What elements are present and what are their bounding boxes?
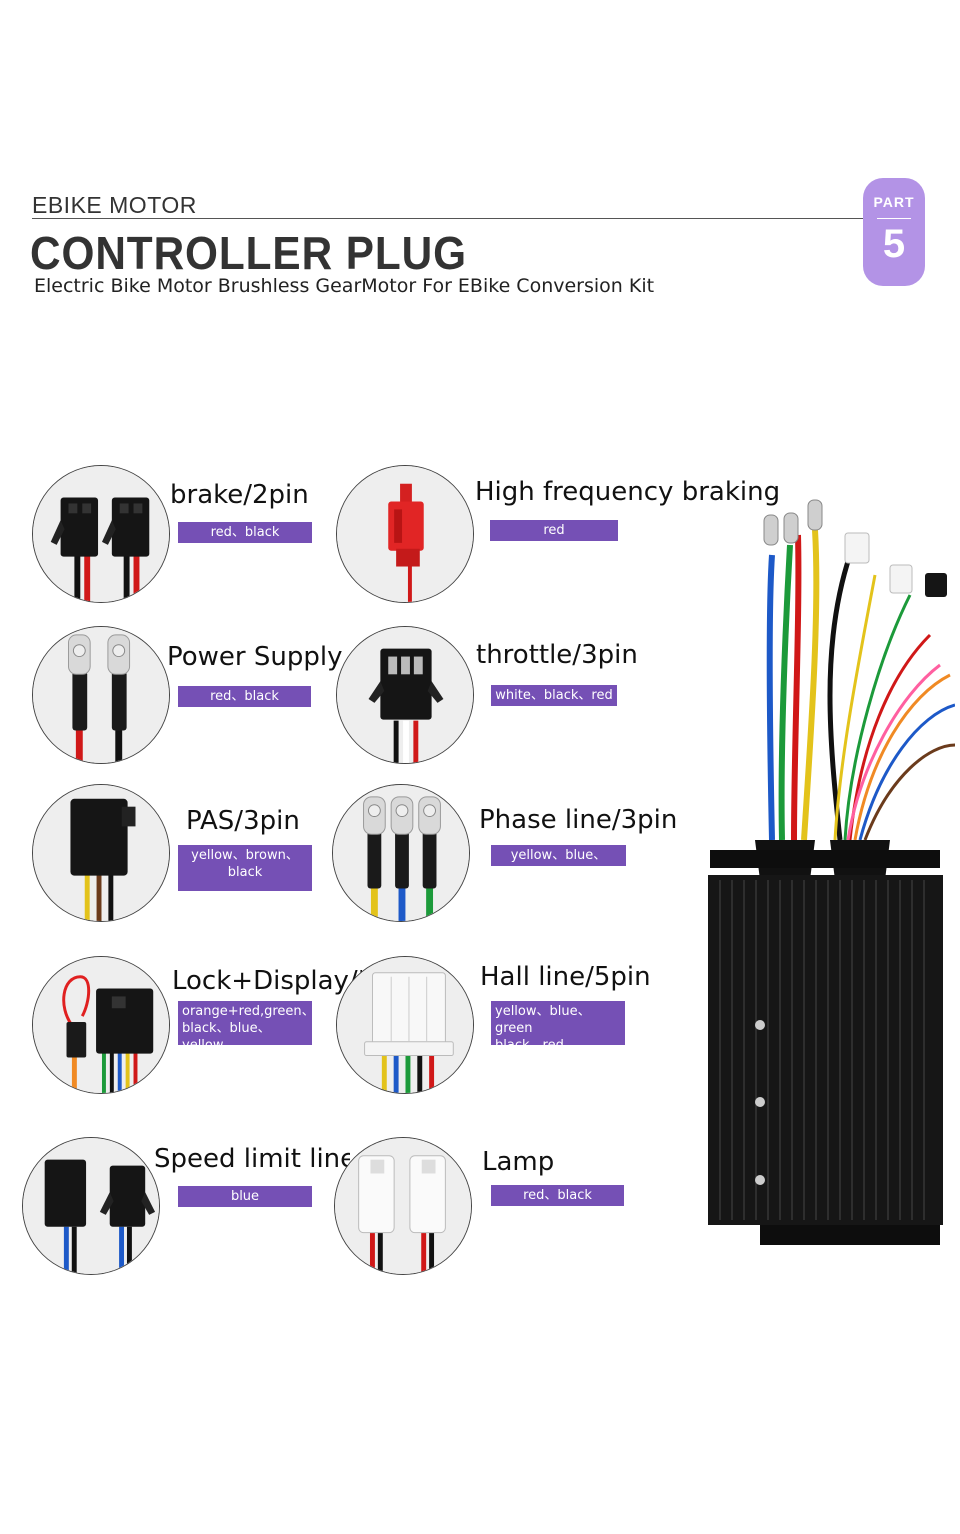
wire-colors-line: orange+red,green、 — [182, 1004, 315, 1019]
wire-colors-line: yellow、blue、green — [510, 848, 607, 880]
page-subtitle: Electric Bike Motor Brushless GearMotor … — [34, 275, 655, 297]
wire-colors-badge: white、black、red — [491, 685, 617, 706]
wire-colors-line: black、red — [495, 1038, 564, 1053]
wire-colors-badge: red、black — [491, 1185, 624, 1206]
hall-line-connector-icon — [336, 956, 474, 1094]
wire-colors-line: blue — [230, 1189, 260, 1204]
plug-name: throttle/3pin — [476, 640, 638, 670]
wire-colors-line: red、black — [523, 1188, 592, 1203]
wire-colors-line: black — [227, 865, 263, 880]
plug-name: Phase line/3pin — [479, 805, 678, 835]
wire-colors-line: red — [543, 523, 565, 538]
speed-limit-connector-icon — [22, 1137, 160, 1275]
plug-name: Hall line/5pin — [480, 962, 651, 992]
plug-name: High frequency braking — [475, 477, 781, 507]
part-badge-number: 5 — [882, 222, 906, 266]
wire-colors-line: yellow、brown、 — [191, 848, 299, 863]
controller-unit-image — [700, 495, 956, 1265]
wire-colors-badge: orange+red,green、 black、blue、yellow — [178, 1001, 315, 1053]
wire-colors-line: white、black、red — [495, 688, 613, 703]
wire-colors-badge: yellow、brown、 black — [178, 845, 312, 891]
eyebrow-label: EBIKE MOTOR — [32, 192, 197, 218]
wire-colors-badge: blue — [178, 1186, 312, 1207]
plug-name: Lamp — [482, 1147, 555, 1177]
lamp-connector-icon — [334, 1137, 472, 1275]
wire-colors-line: red、black — [210, 689, 279, 704]
wire-colors-line: black、blue、yellow — [182, 1021, 271, 1053]
plug-name: Lock+Display/5 — [172, 966, 362, 996]
brake-connector-icon — [32, 465, 170, 603]
power-supply-connector-icon — [32, 626, 170, 764]
part-badge-divider — [877, 218, 911, 219]
plug-name: Power Supply — [167, 642, 343, 672]
wire-colors-badge: red、black — [178, 522, 312, 543]
lock-display-connector-icon — [32, 956, 170, 1094]
wire-colors-badge: yellow、blue、green black、red — [491, 1001, 625, 1053]
pas-connector-icon — [32, 784, 170, 922]
wire-colors-badge: yellow、blue、green — [491, 845, 626, 880]
plug-name: Speed limit line — [154, 1144, 350, 1174]
part-badge: PART 5 — [863, 178, 925, 286]
plug-name: PAS/3pin — [186, 806, 300, 836]
header-divider — [32, 218, 864, 219]
plug-name: brake/2pin — [170, 480, 309, 510]
wire-colors-line: yellow、blue、green — [495, 1004, 591, 1036]
part-badge-label: PART — [873, 194, 915, 210]
phase-line-connector-icon — [332, 784, 470, 922]
wire-colors-line: red、black — [210, 525, 280, 540]
wire-colors-badge: red、black — [178, 686, 311, 707]
high-frequency-brake-connector-icon — [336, 465, 474, 603]
throttle-connector-icon — [336, 626, 474, 764]
page-title: CONTROLLER PLUG — [30, 227, 467, 279]
wire-colors-badge: red — [490, 520, 618, 541]
